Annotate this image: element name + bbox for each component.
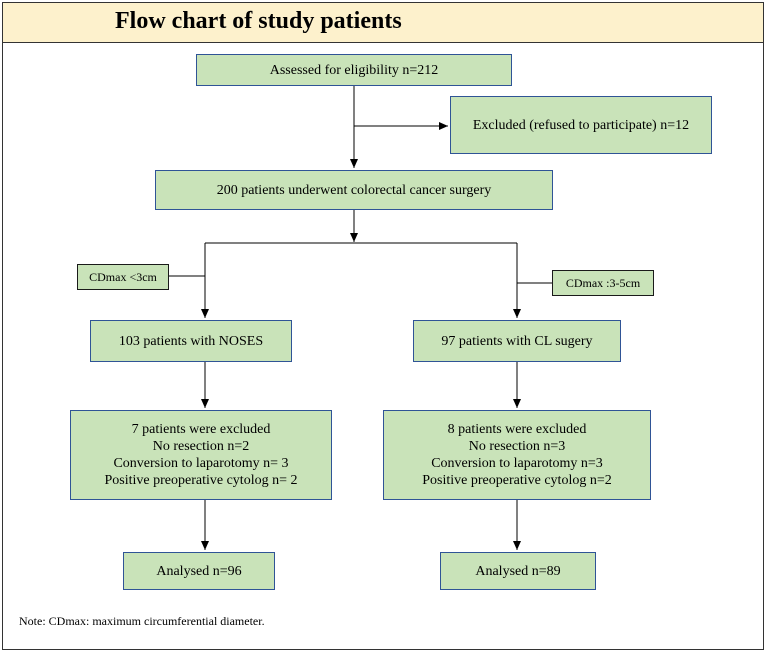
- box-assessed-text: Assessed for eligibility n=212: [269, 62, 439, 78]
- cl-excluded-line-4: Positive preoperative cytolog n=2: [422, 473, 612, 488]
- box-cl-analysed-text: Analysed n=89: [475, 563, 561, 579]
- box-cl-analysed: Analysed n=89: [440, 552, 596, 590]
- box-noses-text: 103 patients with NOSES: [118, 333, 264, 349]
- box-cl-excluded: 8 patients were excluded No resection n=…: [383, 410, 651, 500]
- cl-excluded-line-3: Conversion to laparotomy n=3: [431, 456, 603, 471]
- box-noses-analysed: Analysed n=96: [123, 552, 275, 590]
- box-cl-surgery: 97 patients with CL sugery: [413, 320, 621, 362]
- cl-excluded-line-2: No resection n=3: [468, 439, 566, 454]
- label-cdmax-large: CDmax :3-5cm: [552, 270, 654, 296]
- box-assessed-eligibility: Assessed for eligibility n=212: [196, 54, 512, 86]
- noses-excluded-line-2: No resection n=2: [152, 439, 250, 454]
- footnote: Note: CDmax: maximum circumferential dia…: [19, 614, 265, 628]
- box-noses-analysed-text: Analysed n=96: [156, 563, 242, 579]
- page-title: Flow chart of study patients: [115, 8, 402, 34]
- box-noses-excluded: 7 patients were excluded No resection n=…: [70, 410, 332, 500]
- box-cl-text: 97 patients with CL sugery: [441, 333, 593, 349]
- noses-excluded-line-1: 7 patients were excluded: [131, 422, 271, 437]
- noses-excluded-line-3: Conversion to laparotomy n= 3: [113, 456, 289, 471]
- title-bar: Flow chart of study patients: [2, 2, 764, 43]
- box-excluded-refused: Excluded (refused to participate) n=12: [450, 96, 712, 154]
- box-underwent-surgery-text: 200 patients underwent colorectal cancer…: [216, 182, 492, 198]
- box-underwent-surgery: 200 patients underwent colorectal cancer…: [155, 170, 553, 210]
- box-noses: 103 patients with NOSES: [90, 320, 292, 362]
- label-cdmax-large-text: CDmax :3-5cm: [565, 275, 641, 290]
- label-cdmax-small-text: CDmax <3cm: [89, 269, 157, 284]
- noses-excluded-line-4: Positive preoperative cytolog n= 2: [104, 473, 298, 488]
- box-excluded-refused-text: Excluded (refused to participate) n=12: [472, 117, 690, 133]
- cl-excluded-line-1: 8 patients were excluded: [447, 422, 587, 437]
- label-cdmax-small: CDmax <3cm: [77, 264, 169, 290]
